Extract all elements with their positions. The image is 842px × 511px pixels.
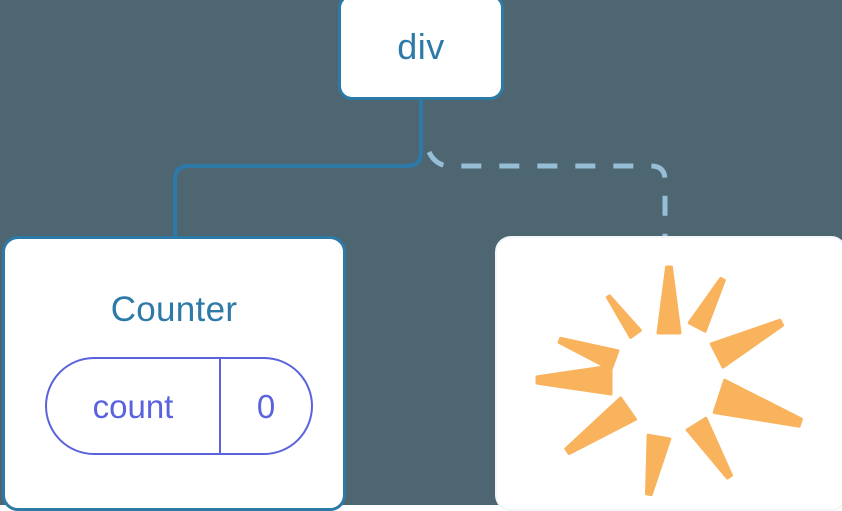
burst-spike-0 [656,265,682,335]
burst-spike-7 [712,378,803,428]
state-key-label: count [92,387,174,425]
burst-spike-6 [685,416,733,480]
burst-spike-9 [687,276,726,333]
sparkle-burst-icon [535,265,803,497]
edge-root-to-burst [426,150,668,238]
edge-root-to-counter [173,98,423,240]
burst-spike-2 [557,336,620,372]
burst-spike-5 [645,433,672,497]
state-value-label: 0 [256,387,276,425]
node-div[interactable]: div [338,0,504,100]
node-burst[interactable] [495,236,842,511]
node-counter-label: Counter [110,290,238,329]
burst-spike-3 [535,364,613,396]
state-pill-count[interactable]: count 0 [45,357,313,455]
node-div-label: div [397,26,445,67]
burst-spike-8 [709,318,785,369]
burst-spike-4 [564,396,637,455]
state-key: count [47,359,221,453]
node-counter[interactable]: Counter count 0 [2,236,346,511]
state-value: 0 [221,359,311,453]
burst-spike-1 [605,294,642,339]
